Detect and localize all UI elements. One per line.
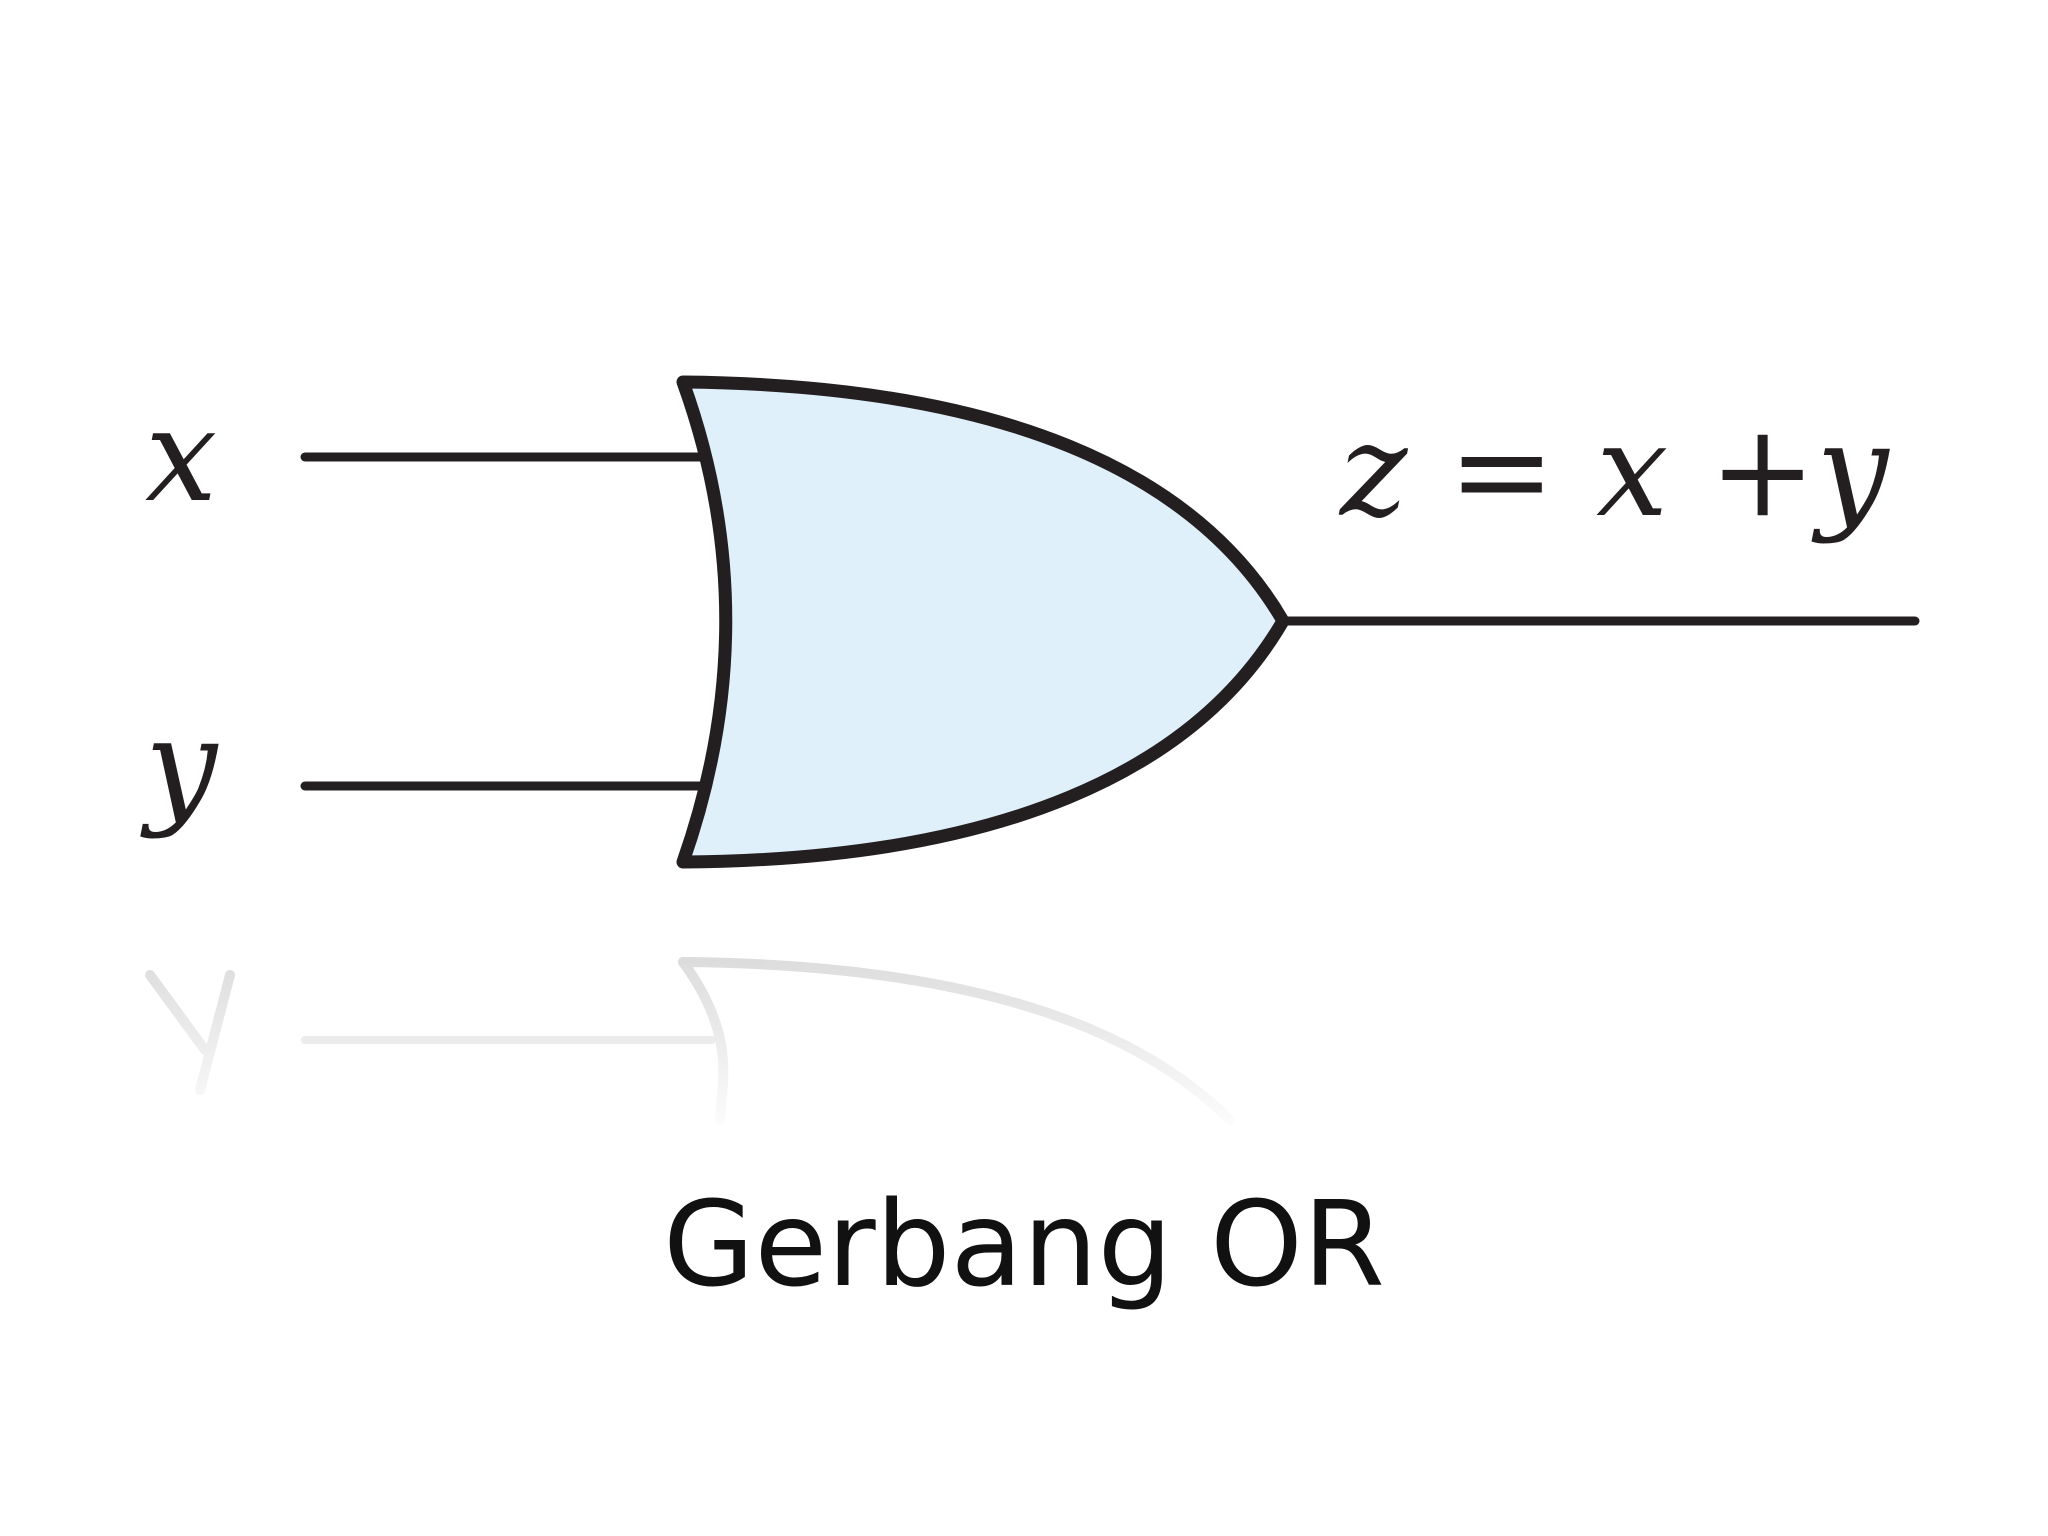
caption-title: Gerbang OR xyxy=(663,1175,1385,1313)
input-label-y: y xyxy=(140,692,219,841)
output-expression: z = x +y xyxy=(1338,397,1890,546)
reflection-fade xyxy=(100,950,1400,1140)
input-label-x: x xyxy=(145,382,217,531)
or-gate-shape xyxy=(676,375,1290,869)
